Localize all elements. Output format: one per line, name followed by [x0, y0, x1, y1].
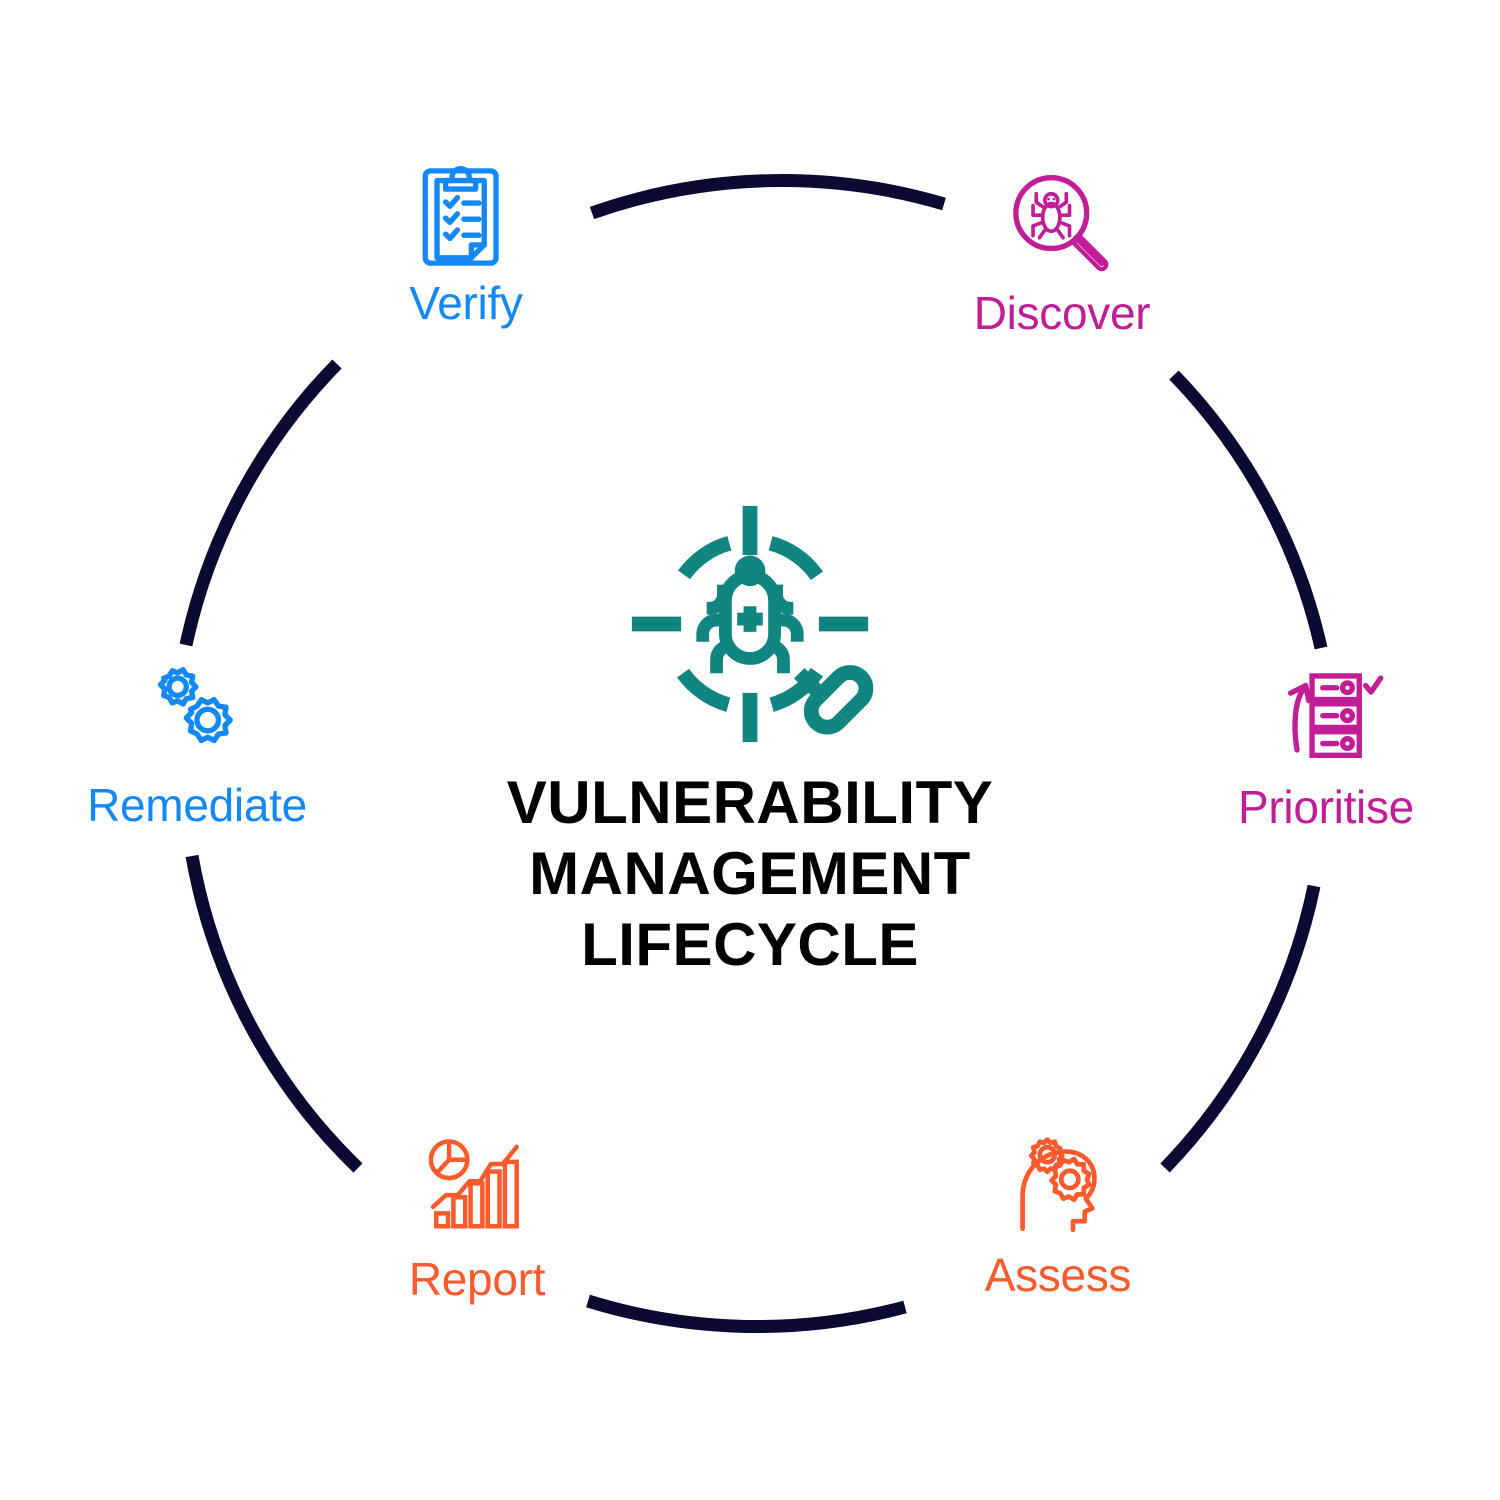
ring-arc-prioritise-to-assess	[1160, 884, 1321, 1173]
title-line-3: LIFECYCLE	[581, 910, 919, 978]
stage-discover[interactable]: Discover	[932, 168, 1192, 337]
stage-label-prioritise: Prioritise	[1238, 781, 1414, 833]
bar-chart-pie-trend-icon	[428, 1139, 519, 1229]
stage-label-remediate: Remediate	[87, 779, 307, 831]
title-line-1: VULNERABILITY	[506, 769, 994, 836]
spider-magnifier-icon	[1013, 174, 1109, 272]
clipboard-checklist-icon	[422, 166, 499, 266]
ring-arc-verify-to-discover	[589, 174, 946, 220]
stage-verify[interactable]: Verify	[336, 158, 596, 327]
server-stack-arrow-check-icon	[1287, 673, 1384, 759]
center-block: VULNERABILITY MANAGEMENT LIFECYCLE	[430, 498, 1070, 980]
title-line-2: MANAGEMENT	[529, 839, 971, 907]
stage-report[interactable]: Report	[347, 1134, 607, 1303]
page-title: VULNERABILITY MANAGEMENT LIFECYCLE	[507, 768, 994, 980]
two-gears-icon	[157, 666, 233, 744]
stage-assess[interactable]: Assess	[928, 1130, 1188, 1299]
ring-arc-report-to-remediate	[185, 854, 363, 1173]
ring-arc-discover-to-prioritise	[1169, 370, 1328, 650]
stage-label-discover: Discover	[973, 287, 1151, 339]
stage-label-assess: Assess	[984, 1249, 1132, 1301]
ring-arc-assess-to-report	[586, 1294, 907, 1334]
stage-label-verify: Verify	[409, 277, 523, 329]
stage-label-report: Report	[408, 1253, 546, 1305]
stage-prioritise[interactable]: Prioritise	[1196, 662, 1456, 831]
stage-remediate[interactable]: Remediate	[67, 660, 327, 829]
bug-crosshair-magnifier-icon	[631, 505, 874, 743]
ring-arc-remediate-to-verify	[179, 359, 342, 647]
head-gears-icon	[1020, 1137, 1097, 1233]
